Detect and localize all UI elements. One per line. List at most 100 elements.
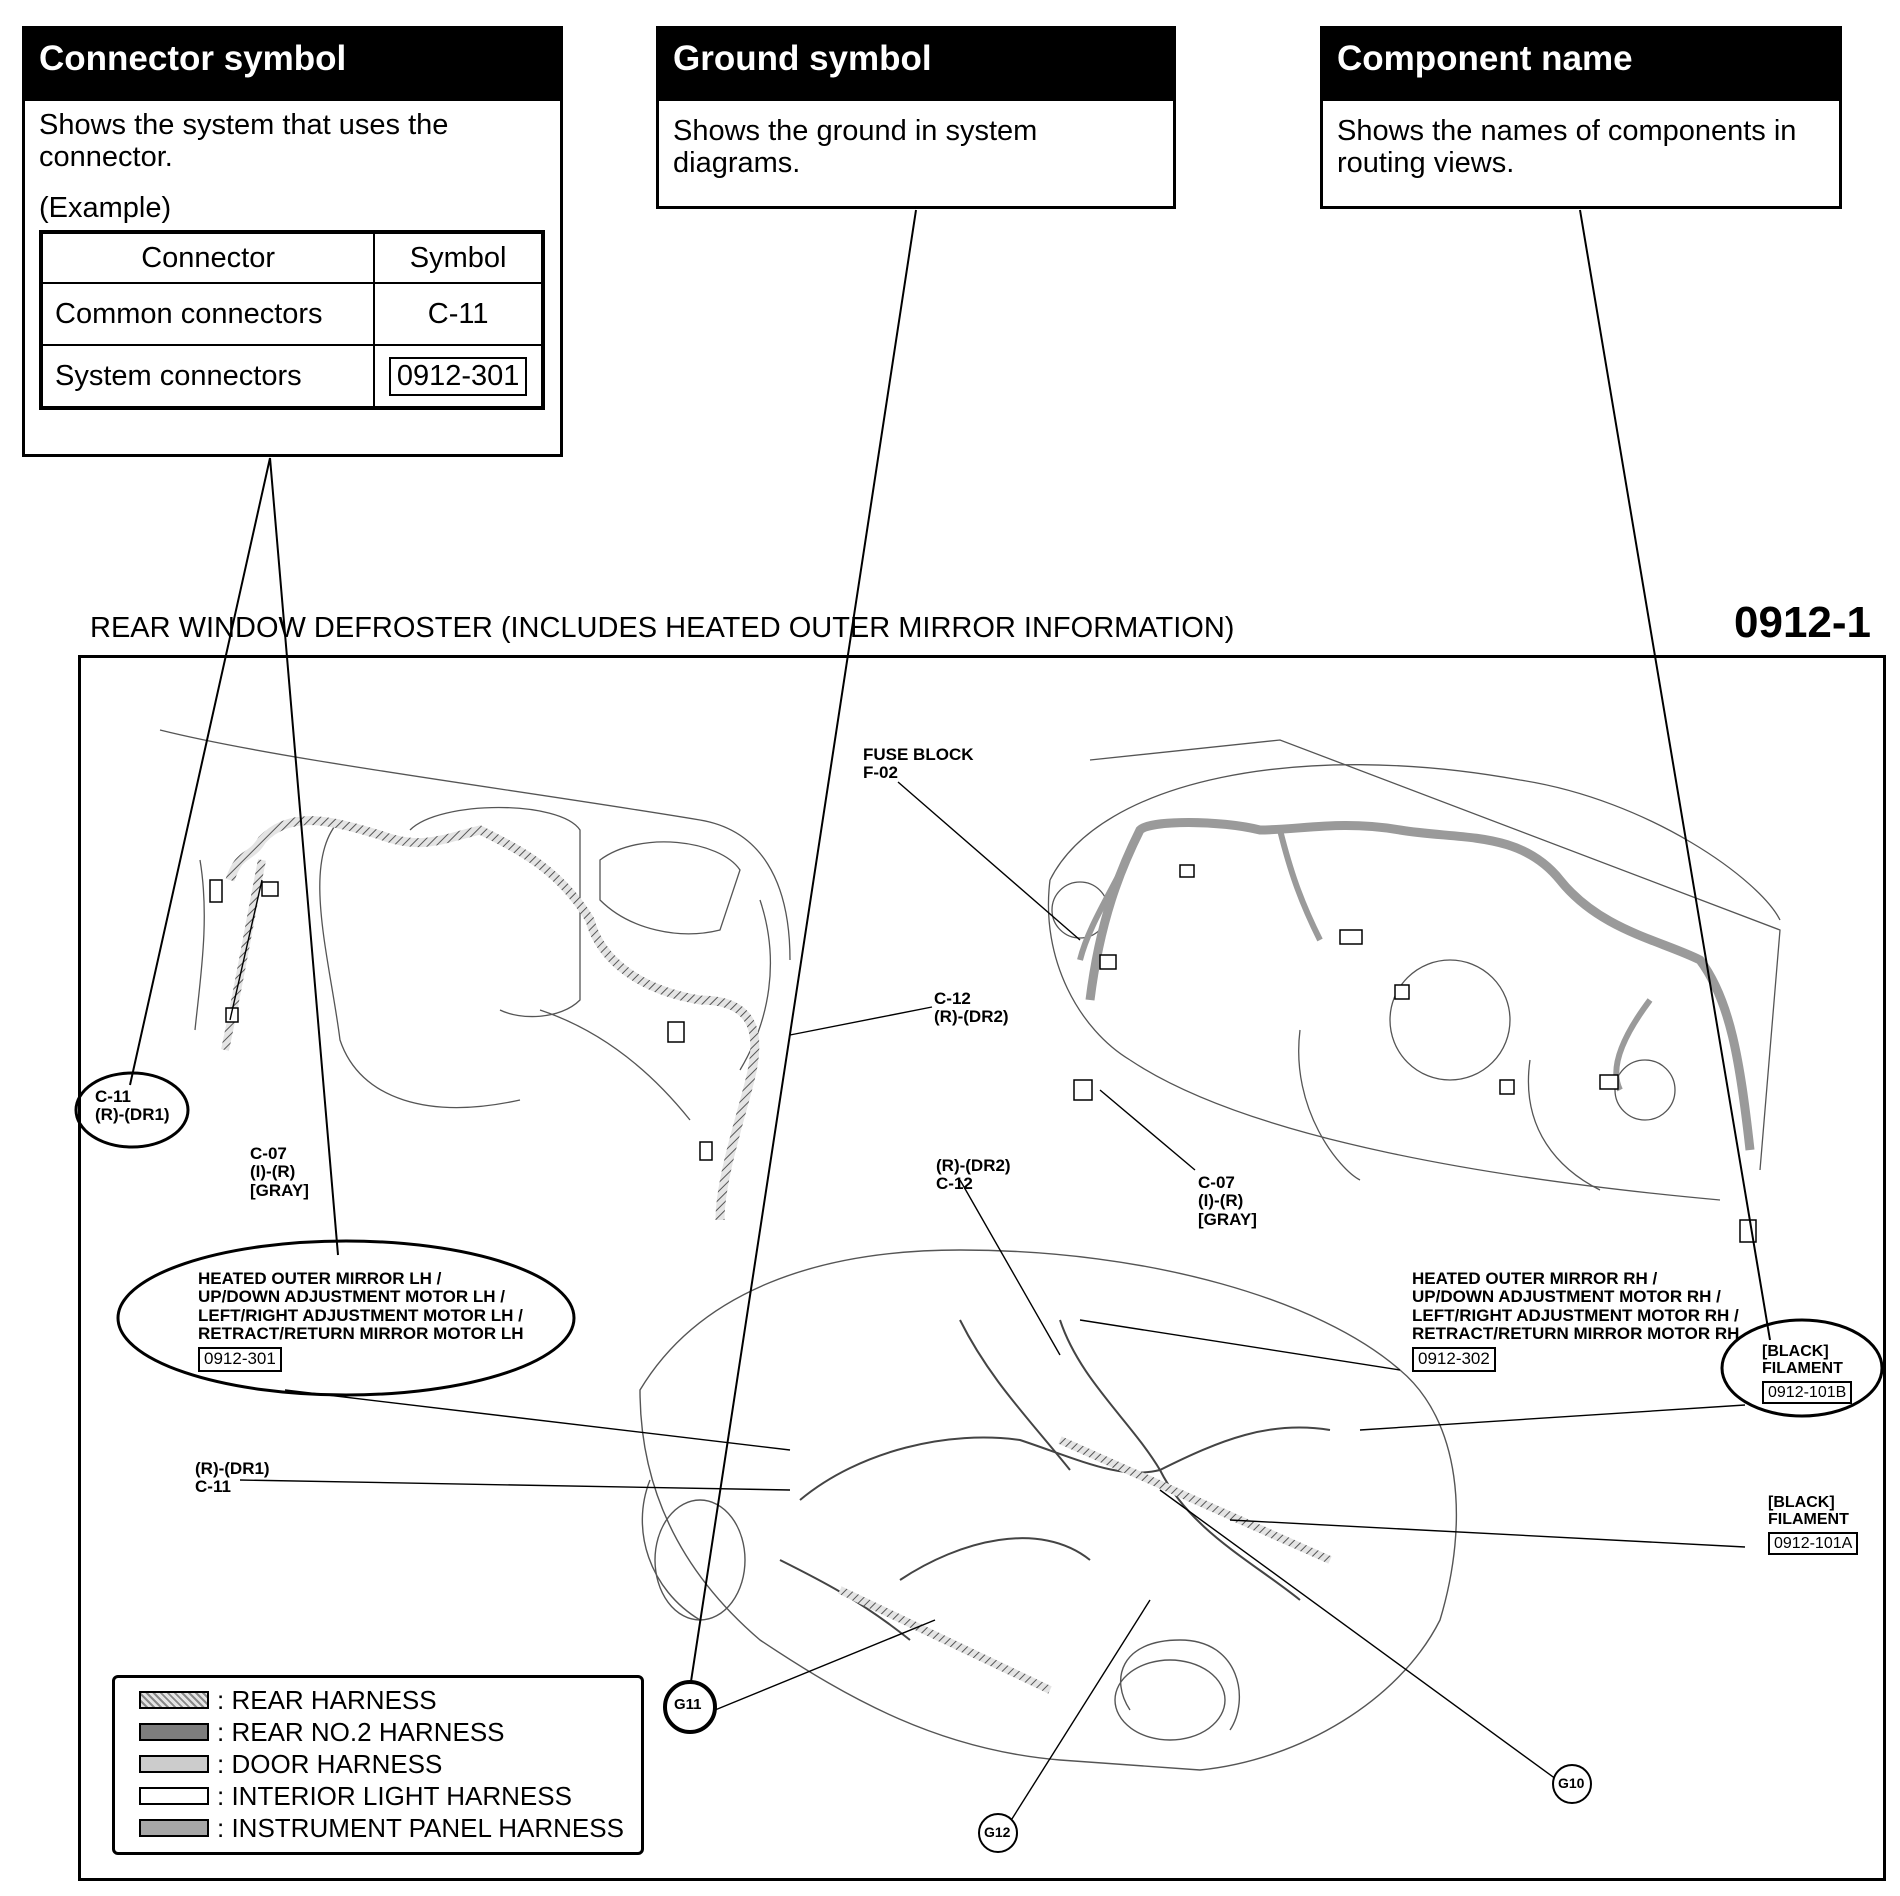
c12-top-label: C-12 (R)-(DR2) <box>934 989 1009 1027</box>
left-panel-view <box>159 729 791 1121</box>
table-header-row: Connector Symbol <box>39 231 544 285</box>
component-name-description: Shows the names of components in routing… <box>1337 115 1797 180</box>
filament-color: [BLACK] <box>1768 1494 1835 1511</box>
filament-a-label: [BLACK] FILAMENT 0912-101A <box>1768 1494 1859 1555</box>
mirror-lh-label: HEATED OUTER MIRROR LH / UP/DOWN ADJUSTM… <box>198 1269 524 1372</box>
legend-label: : REAR NO.2 HARNESS <box>217 1716 505 1747</box>
left-connectors <box>209 879 713 1161</box>
highlight-ellipses <box>74 1071 1884 1418</box>
g12-label: G12 <box>984 1824 1011 1840</box>
car-harness <box>779 1319 1331 1641</box>
rear-harness-swatch <box>139 1691 209 1709</box>
connector-color: [GRAY] <box>250 1180 309 1200</box>
c11-bottom-label: (R)-(DR1) C-11 <box>195 1459 270 1497</box>
right-connectors <box>1073 864 1757 1243</box>
filament-color: [BLACK] <box>1762 1343 1829 1360</box>
fuse-block-name: FUSE BLOCK <box>863 745 974 764</box>
table-row: System connectors 0912-301 <box>39 344 544 410</box>
instrument-panel-harness-swatch <box>139 1819 209 1837</box>
table-header: Connector <box>39 231 376 285</box>
connector-symbol-callout: Connector symbol Shows the system that u… <box>22 26 563 457</box>
legend-row: : REAR NO.2 HARNESS <box>139 1716 641 1748</box>
rear-harness-left-drop <box>221 859 266 1051</box>
c07-right-label: C-07 (I)-(R) [GRAY] <box>1198 1173 1257 1229</box>
connector-code: C-11 <box>195 1477 231 1497</box>
legend-label: : DOOR HARNESS <box>217 1748 443 1779</box>
connector-symbol-description: Shows the system that uses the connector… <box>39 109 449 174</box>
filament-b-code: 0912-101B <box>1762 1380 1853 1404</box>
connector-system: (I)-(R) <box>250 1162 296 1182</box>
g11-label: G11 <box>674 1696 702 1713</box>
g10-label: G10 <box>1558 1775 1585 1791</box>
g11-ground-circle <box>663 1680 717 1734</box>
filament-name: FILAMENT <box>1768 1511 1849 1529</box>
component-name-title: Component name <box>1323 29 1839 101</box>
table-row: Common connectors C-11 <box>39 282 544 347</box>
car-body <box>639 1249 1458 1771</box>
connector-example-table: Connector Symbol Common connectors C-11 … <box>39 230 545 411</box>
rear-no2-harness-swatch <box>139 1723 209 1741</box>
example-label: (Example) <box>39 191 172 224</box>
connector-system: (R)-(DR2) <box>936 1156 1011 1175</box>
mirror-rh-code: 0912-302 <box>1412 1347 1496 1372</box>
connector-code: C-07 <box>1198 1173 1235 1192</box>
legend-row: : INSTRUMENT PANEL HARNESS <box>139 1812 641 1844</box>
connector-color: [GRAY] <box>1198 1209 1257 1229</box>
connector-system: (R)-(DR2) <box>934 1007 1009 1027</box>
ground-symbol-callout: Ground symbol Shows the ground in system… <box>656 26 1176 209</box>
connector-code: C-07 <box>250 1144 287 1163</box>
callout-pointers <box>129 209 1771 1689</box>
diagram-code: 0912-1 <box>1734 598 1872 647</box>
ground-symbol-description: Shows the ground in system diagrams. <box>673 115 1038 180</box>
mirror-lh-code: 0912-301 <box>198 1347 282 1372</box>
connector-code: C-12 <box>936 1174 973 1194</box>
c11-top-label: C-11 (R)-(DR1) <box>95 1087 170 1125</box>
connector-system: (R)-(DR1) <box>95 1105 170 1125</box>
component-line: UP/DOWN ADJUSTMENT MOTOR LH / <box>198 1287 505 1307</box>
g10-ground-circle <box>1552 1764 1592 1804</box>
component-line: LEFT/RIGHT ADJUSTMENT MOTOR RH / <box>1412 1305 1739 1325</box>
fuse-block-code: F-02 <box>863 763 898 783</box>
table-header: Symbol <box>373 231 544 285</box>
rear-harness-sill <box>838 1586 1052 1694</box>
component-line: RETRACT/RETURN MIRROR MOTOR RH <box>1412 1324 1740 1344</box>
component-line: RETRACT/RETURN MIRROR MOTOR LH <box>198 1324 524 1344</box>
legend-label: : INSTRUMENT PANEL HARNESS <box>217 1812 624 1843</box>
right-panel-view <box>1047 739 1781 1201</box>
filament-a-code: 0912-101A <box>1768 1531 1859 1555</box>
legend-label: : INTERIOR LIGHT HARNESS <box>217 1780 572 1811</box>
ground-symbol-title: Ground symbol <box>659 29 1173 101</box>
component-name-callout: Component name Shows the names of compon… <box>1320 26 1842 209</box>
table-cell: System connectors <box>39 344 376 410</box>
table-cell: C-11 <box>373 282 544 347</box>
interior-light-harness-swatch <box>139 1787 209 1805</box>
filament-b-label: [BLACK] FILAMENT 0912-101B <box>1762 1343 1853 1404</box>
rear-harness-left <box>225 816 760 1221</box>
harness-legend: : REAR HARNESS : REAR NO.2 HARNESS : DOO… <box>112 1675 644 1855</box>
fuse-block-label: FUSE BLOCK F-02 <box>863 745 974 783</box>
component-line: HEATED OUTER MIRROR LH / <box>198 1269 442 1288</box>
door-harness-swatch <box>139 1755 209 1773</box>
connector-code: C-11 <box>95 1087 131 1106</box>
diagram-title: REAR WINDOW DEFROSTER (INCLUDES HEATED O… <box>90 612 1235 644</box>
component-line: UP/DOWN ADJUSTMENT MOTOR RH / <box>1412 1287 1721 1307</box>
legend-row: : INTERIOR LIGHT HARNESS <box>139 1780 641 1812</box>
connector-symbol-title: Connector symbol <box>25 29 560 101</box>
filament-name: FILAMENT <box>1762 1360 1843 1378</box>
connector-code: C-12 <box>934 989 971 1008</box>
leader-lines <box>229 781 1746 1823</box>
c07-left-label: C-07 (I)-(R) [GRAY] <box>250 1144 309 1200</box>
rear-harness-roof <box>1058 1436 1332 1564</box>
system-connector-code: 0912-301 <box>388 357 528 396</box>
g12-ground-circle <box>978 1813 1018 1853</box>
component-line: LEFT/RIGHT ADJUSTMENT MOTOR LH / <box>198 1305 523 1325</box>
legend-row: : DOOR HARNESS <box>139 1748 641 1780</box>
component-line: HEATED OUTER MIRROR RH / <box>1412 1269 1658 1288</box>
diagram-frame <box>78 655 1886 1881</box>
table-cell: Common connectors <box>39 282 376 347</box>
mirror-rh-label: HEATED OUTER MIRROR RH / UP/DOWN ADJUSTM… <box>1412 1269 1740 1372</box>
legend-label: : REAR HARNESS <box>217 1684 437 1715</box>
c12-bottom-label: (R)-(DR2) C-12 <box>936 1156 1011 1194</box>
connector-system: (I)-(R) <box>1198 1191 1244 1211</box>
